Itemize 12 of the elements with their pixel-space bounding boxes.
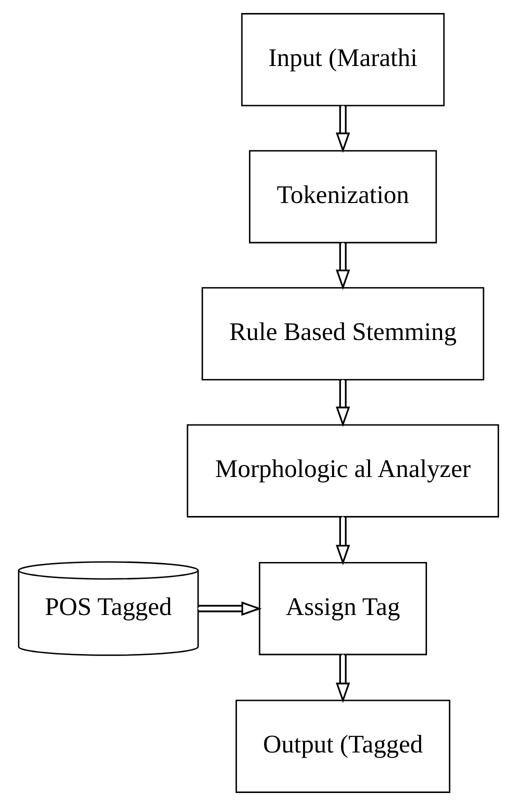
node-box: Rule Based Stemming: [202, 287, 484, 380]
node-box: Tokenization: [248, 150, 437, 244]
node-box: Morphologic al Analyzer: [186, 424, 500, 518]
node-box: Output (Tagged: [236, 700, 450, 793]
arrow: [336, 380, 350, 428]
arrow: [336, 654, 350, 703]
arrow: [336, 516, 350, 566]
arrow: [198, 601, 262, 616]
arrow: [336, 242, 350, 290]
arrow: [336, 106, 350, 153]
node-box: Assign Tag: [258, 562, 427, 656]
node-box: Input (Marathi: [241, 13, 445, 106]
